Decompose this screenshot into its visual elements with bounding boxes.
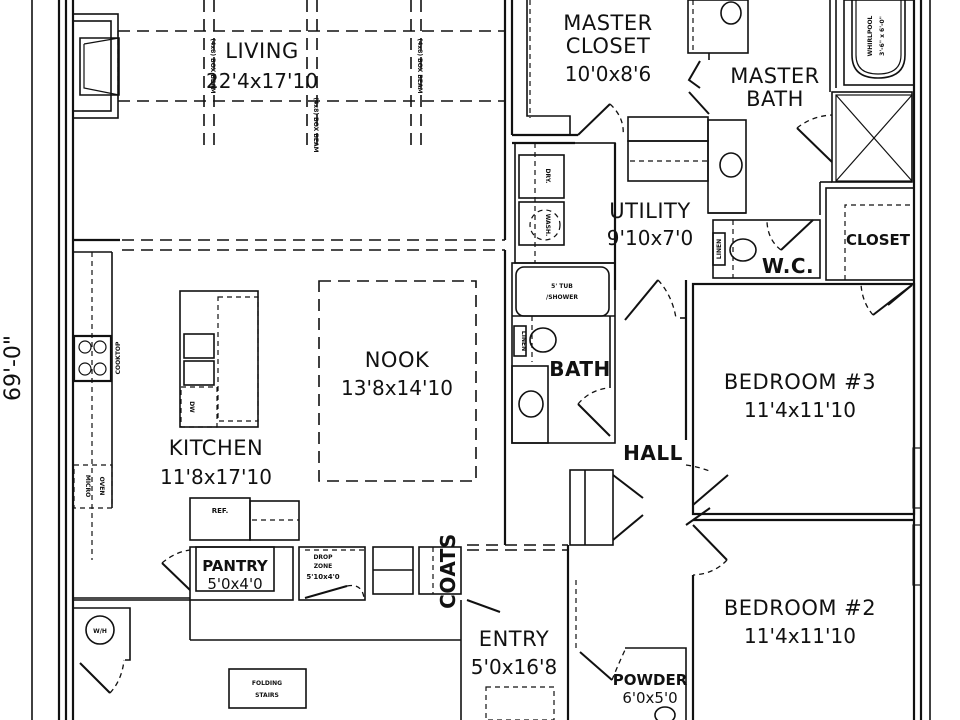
master-closet-label-1: MASTER — [563, 11, 653, 35]
box-beam-3: (4x8) BOX BEAM — [410, 0, 423, 148]
bedroom-3-label: BEDROOM #3 — [724, 370, 876, 394]
room-pantry: PANTRY 5'0x4'0 — [161, 546, 294, 601]
room-bedroom-2: BEDROOM #2 11'4x11'10 — [691, 518, 914, 720]
water-heater-label: W/H — [93, 628, 107, 635]
master-bath-label-1: MASTER — [730, 64, 820, 88]
entry-label: ENTRY — [479, 627, 549, 651]
cooktop-label: COOKTOP — [115, 341, 122, 374]
room-closet: CLOSET — [825, 187, 915, 306]
whirlpool-label-2: 3'-6" x 6'-0" — [879, 16, 886, 56]
washer-label: WASH. — [544, 214, 551, 237]
overall-dimension-label: 69'-0" — [1, 335, 26, 401]
bedroom-2-label: BEDROOM #2 — [724, 596, 876, 620]
tub-shower: 5' TUB /SHOWER — [515, 266, 610, 317]
pantry-dims: 5'0x4'0 — [207, 575, 262, 593]
room-coats: COATS — [418, 533, 462, 609]
washer: WASH. — [518, 201, 565, 246]
refrigerator: REF. — [189, 497, 300, 541]
micro-oven-label-2: OVEN — [98, 477, 105, 496]
overall-dimension: 69'-0" — [1, 0, 33, 720]
folding-stairs-label-2: STAIRS — [255, 692, 279, 699]
box-beam-2-label: (4x8) BOX BEAM — [312, 97, 319, 152]
nook-label: NOOK — [365, 348, 430, 372]
bedroom-2-dims: 11'4x11'10 — [744, 624, 856, 648]
room-nook: NOOK 13'8x14'10 — [318, 280, 477, 482]
refrigerator-label: REF. — [212, 507, 229, 515]
drop-zone-label-1: DROP — [313, 554, 333, 561]
toilet-icon — [654, 706, 676, 720]
kitchen-dims: 11'8x17'10 — [160, 465, 272, 489]
box-beam-1: (4x8) BOX BEAM — [203, 0, 216, 148]
pantry-label: PANTRY — [202, 557, 269, 575]
exterior-wall-left — [57, 0, 75, 720]
room-mud: W/H FOLDING STAIRS — [73, 599, 462, 720]
sink-icon — [518, 390, 544, 418]
entry-dims: 5'0x16'8 — [471, 655, 557, 679]
living-dims: 22'4x17'10 — [206, 69, 318, 93]
micro-oven-label-1: MICRO — [84, 475, 91, 497]
coats-label: COATS — [436, 533, 460, 609]
room-bath: 5' TUB /SHOWER LINEN BATH — [511, 262, 616, 444]
nook-dims: 13'8x14'10 — [341, 376, 453, 400]
room-wc: LINEN W.C. — [712, 219, 821, 279]
powder-dims: 6'0x5'0 — [622, 689, 677, 707]
closet-label: CLOSET — [846, 231, 911, 249]
cooktop: COOKTOP — [72, 334, 122, 383]
box-beam-2: (4x8) BOX BEAM — [306, 0, 319, 153]
room-kitchen: COOKTOP MICRO OVEN DW REF. KITCHEN 11'8x… — [72, 251, 300, 599]
sink-icon — [719, 152, 743, 178]
whirlpool-tub: WHIRLPOOL 3'-6" x 6'-0" — [843, 0, 915, 86]
room-living: (4x8) BOX BEAM (4x8) BOX BEAM (4x8) BOX … — [72, 0, 505, 251]
folding-stairs: FOLDING STAIRS — [228, 668, 307, 709]
tub-label-2: /SHOWER — [546, 294, 578, 301]
room-bedroom-3: BEDROOM #3 11'4x11'10 — [691, 282, 916, 516]
room-hall: HALL — [569, 279, 713, 546]
exterior-wall-right — [912, 0, 931, 720]
room-drop-zone: DROP ZONE 5'10x4'0 — [298, 546, 414, 601]
folding-stairs-label-1: FOLDING — [252, 680, 282, 687]
living-label: LIVING — [225, 39, 298, 63]
utility-dims: 9'10x7'0 — [607, 226, 693, 250]
dryer: DRY. — [518, 154, 565, 199]
wc-linen-label: LINEN — [716, 239, 723, 259]
master-bath-label-2: BATH — [746, 87, 804, 111]
room-master-bath: MASTER BATH WHIRLPOOL 3'-6" x 6'-0" — [627, 0, 915, 215]
powder-label: POWDER — [613, 671, 688, 689]
toilet-icon — [529, 327, 557, 353]
hall-label: HALL — [623, 441, 683, 465]
box-beam-1-label: (4x8) BOX BEAM — [209, 38, 216, 93]
shower — [796, 91, 913, 183]
bath-label: BATH — [549, 357, 611, 381]
master-closet-label-2: CLOSET — [566, 34, 651, 58]
kitchen-label: KITCHEN — [169, 436, 264, 460]
whirlpool-label-1: WHIRLPOOL — [867, 15, 874, 56]
bedroom-3-dims: 11'4x11'10 — [744, 398, 856, 422]
tub-label-1: 5' TUB — [551, 283, 573, 290]
window — [912, 524, 922, 586]
master-closet-dims: 10'0x8'6 — [565, 62, 651, 86]
room-master-closet: MASTER CLOSET 10'0x8'6 — [512, 0, 653, 145]
utility-label: UTILITY — [609, 199, 690, 223]
micro-oven: MICRO OVEN — [73, 464, 113, 509]
room-utility: DRY. WASH. UTILITY 9'10x7'0 — [514, 142, 693, 290]
dryer-label: DRY. — [544, 169, 551, 184]
room-entry: ENTRY 5'0x16'8 — [466, 544, 577, 720]
toilet-icon — [729, 238, 757, 262]
box-beam-3-label: (4x8) BOX BEAM — [416, 38, 423, 93]
water-heater: W/H — [85, 615, 115, 645]
room-powder: POWDER 6'0x5'0 — [579, 647, 688, 720]
drop-zone-dims: 5'10x4'0 — [306, 573, 339, 581]
bath-linen-label: LINEN — [520, 331, 527, 351]
kitchen-island: DW — [179, 290, 259, 428]
central-wall — [503, 0, 514, 545]
fireplace — [72, 13, 120, 119]
sink-icon — [720, 1, 742, 25]
drop-zone-label-2: ZONE — [314, 563, 333, 570]
dishwasher-label: DW — [188, 401, 195, 413]
wc-label: W.C. — [762, 254, 814, 278]
